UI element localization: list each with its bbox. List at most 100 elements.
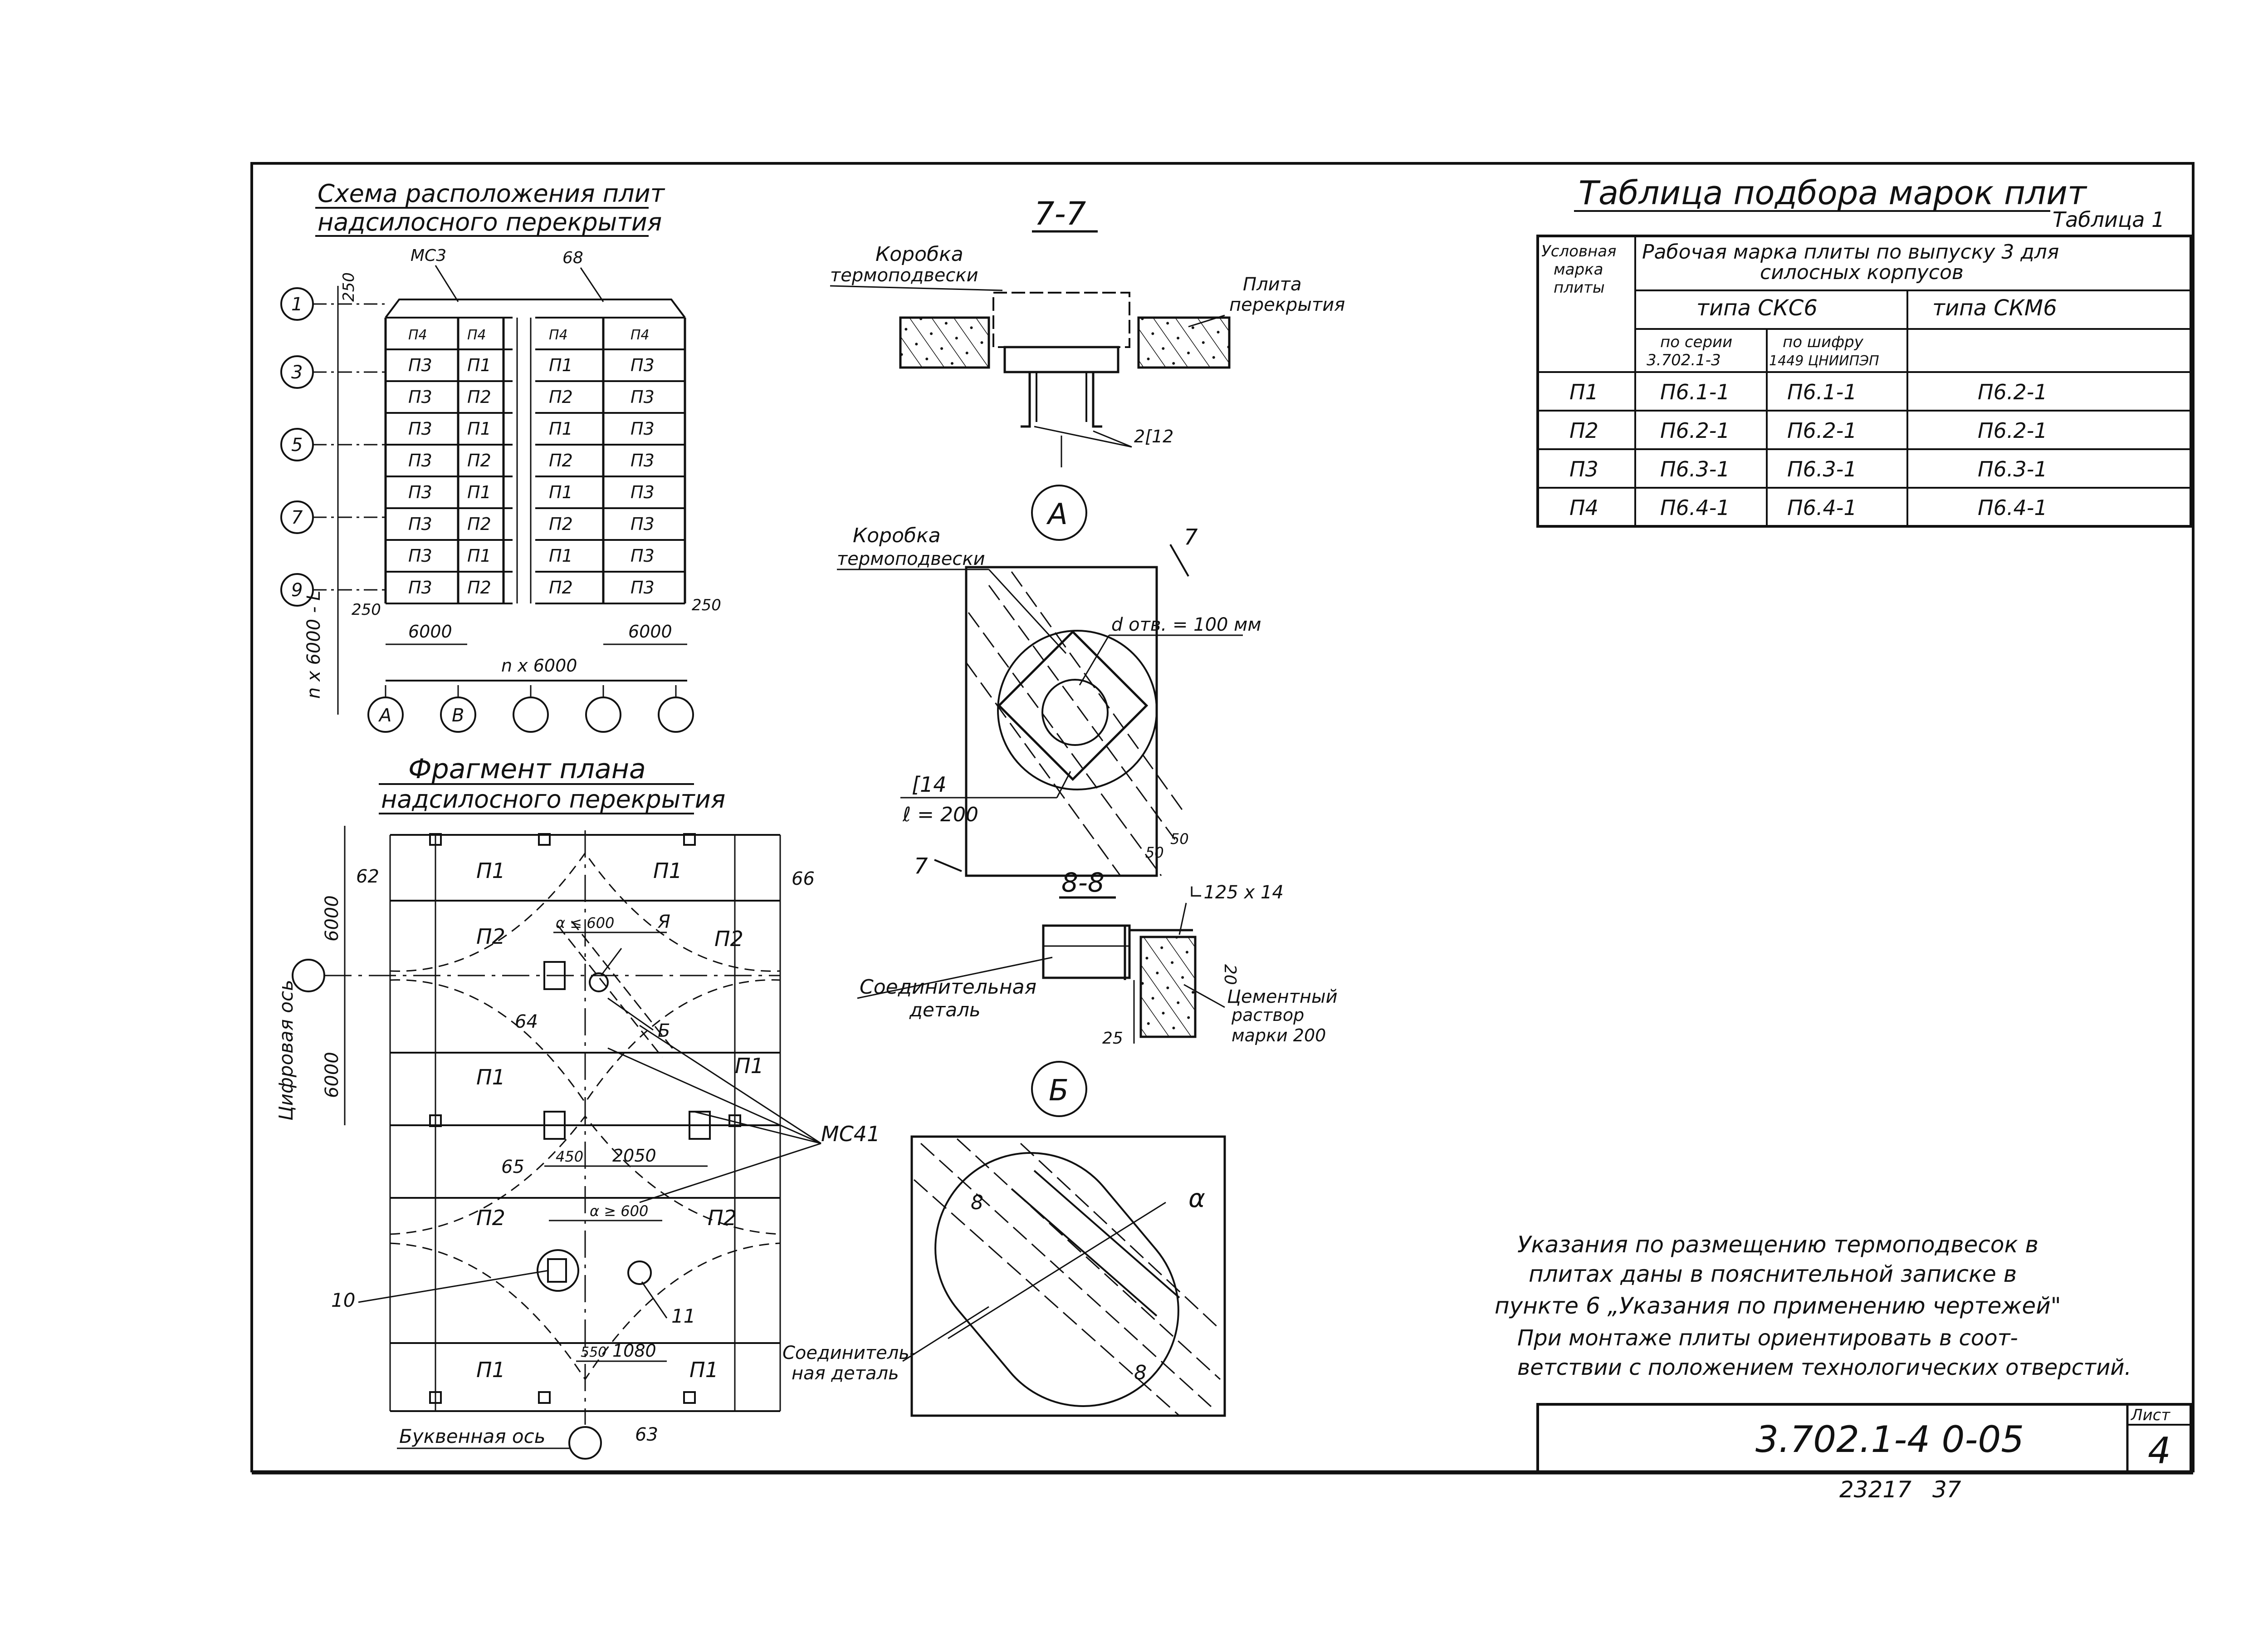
digit-axis-bubble [292,959,325,992]
archive-number: 23217 [1839,1476,1911,1503]
scheme-plate-label: П3 [408,482,432,502]
fragment-marker [683,1391,696,1404]
node-b-cut-bottom: 8 [1134,1361,1147,1384]
dim-span-right: 6000 [628,622,672,642]
dim-50a: 50 [1145,844,1164,861]
dim-span-left: 6000 [408,622,452,642]
drawing-code: 3.702.1-4 0-05 [1755,1418,2024,1461]
fragment-plate-label: П1 [476,858,505,883]
fragment-marker [429,1391,442,1404]
dim-450: 450 [556,1148,583,1165]
fragment-plate-label: П1 [476,1065,505,1089]
page-number: 37 [1932,1476,1961,1503]
table-title: Таблица подбора марок плит [1579,174,2087,212]
sheet-label: Лист [2130,1406,2170,1424]
scheme-plate-label: П2 [549,578,573,598]
scheme-plate-label: П3 [408,514,432,534]
note-line-4: При монтаже плиты ориентировать в соот- [1517,1325,2018,1351]
th-code-2: 1449 ЦНИИПЭП [1769,353,1879,369]
cell-series: П6.3-1 [1660,457,1730,481]
mortar-label-3: марки 200 [1232,1025,1326,1045]
cell-mark: П2 [1569,418,1598,443]
node-b-alpha: α [1188,1184,1205,1213]
dim-6000-top: 6000 [322,895,342,941]
scheme-plate-label: П3 [631,387,655,407]
th-code-1: по шифру [1783,333,1864,351]
fragment-marker [683,833,696,846]
mortar-label-1: Цементный [1227,986,1338,1007]
node-b-letter: Б [1049,1074,1069,1108]
scheme-plate-label: П1 [549,355,573,375]
label-mc41: МС41 [821,1122,880,1146]
th-series-2: 3.702.1-3 [1647,351,1721,369]
cell-mark: П4 [1569,495,1598,520]
dim-vertical-total: n x 6000 - L [303,591,324,699]
th-mark-3: плиты [1554,279,1605,297]
cell-skm: П6.2-1 [1978,380,2048,404]
cell-mark: П1 [1569,380,1598,404]
angle-bottom: α ≥ 600 [590,1202,648,1220]
cell-code: П6.1-1 [1787,380,1857,404]
fragment-plate-label: П1 [735,1054,764,1078]
section-8-8: 8-8 ∟125 x 14 20 25 Соединительная детал… [857,867,1338,1048]
scheme-plate-label: П3 [408,546,432,566]
fragment-marker [538,1391,551,1404]
label-68: 68 [562,249,583,267]
node-a-box-1: Коробка [853,524,941,547]
grid-letter-bubble [367,696,404,733]
note-line-5: ветствии с положением технологических от… [1517,1355,2131,1380]
scheme-plate-label: П3 [408,355,432,375]
node-a: А Коробка термоподвески d отв. = 100 мм … [837,485,1261,879]
hole-diameter: d отв. = 100 мм [1111,614,1261,635]
scheme-plate-label: П3 [408,419,432,439]
cell-series: П6.2-1 [1660,418,1730,443]
fragment-plate-label: П2 [708,1206,737,1230]
scheme-plate-label: П4 [631,327,650,343]
fragment-plate-label: П2 [476,1206,505,1230]
cell-series: П6.4-1 [1660,495,1730,520]
fragment-title-2: надсилосного перекрытия [381,785,725,814]
scheme-plate-label: П4 [467,327,486,343]
scheme-plate-label: П2 [467,578,491,598]
dim-total: n x 6000 [501,656,577,676]
scheme-plate-label: П1 [467,546,491,566]
fragment-plate-label: П2 [714,927,743,951]
cell-mark: П3 [1569,457,1598,481]
node-b-conn-1: Соединитель- [782,1343,916,1363]
node-b-marker [1031,1061,1087,1117]
digit-axis-label: Цифровая ось [275,980,297,1121]
fragment-marker [429,1114,442,1127]
cut-7-top: 7 [1184,525,1198,550]
scheme-plate-label: П3 [631,514,655,534]
th-work-1: Рабочая марка плиты по выпуску 3 для [1642,240,2059,264]
node-a-marker [1031,485,1087,541]
node-b-cut-top: 8 [971,1191,983,1214]
dim-25: 25 [1102,1029,1123,1048]
dim-top-offset: 250 [340,272,358,302]
dim-left-offset: 250 [352,601,381,619]
grid-letter-bubble [440,696,476,733]
grid-number-label: 1 [291,294,303,315]
th-mark-2: марка [1554,260,1603,279]
grid-letter-bubble [658,696,694,733]
scheme-plate-label: П3 [631,578,655,598]
dim-50b: 50 [1170,830,1189,848]
label-63: 63 [635,1424,658,1445]
dim-6000-bottom: 6000 [322,1052,342,1098]
fragment-plan: Фрагмент плана надсилосного перекрытия П… [275,753,880,1460]
section77-title: 7-7 [1034,195,1086,232]
channel-2c12: 2[12 [1134,427,1173,446]
scheme-plate-label: П1 [549,482,573,502]
scheme-plate-label: П3 [408,578,432,598]
mortar-label-2: раствор [1231,1005,1304,1025]
fragment-plate-label: П1 [653,858,682,883]
scheme-plate-label: П3 [631,482,655,502]
section88-title: 8-8 [1061,867,1105,898]
th-type-skm: типа СКМ6 [1932,295,2057,321]
letter-axis-label: Буквенная ось [399,1425,545,1447]
label-62: 62 [356,866,379,887]
grid-number-label: 7 [291,507,303,528]
grid-letter-label: А [378,705,391,726]
